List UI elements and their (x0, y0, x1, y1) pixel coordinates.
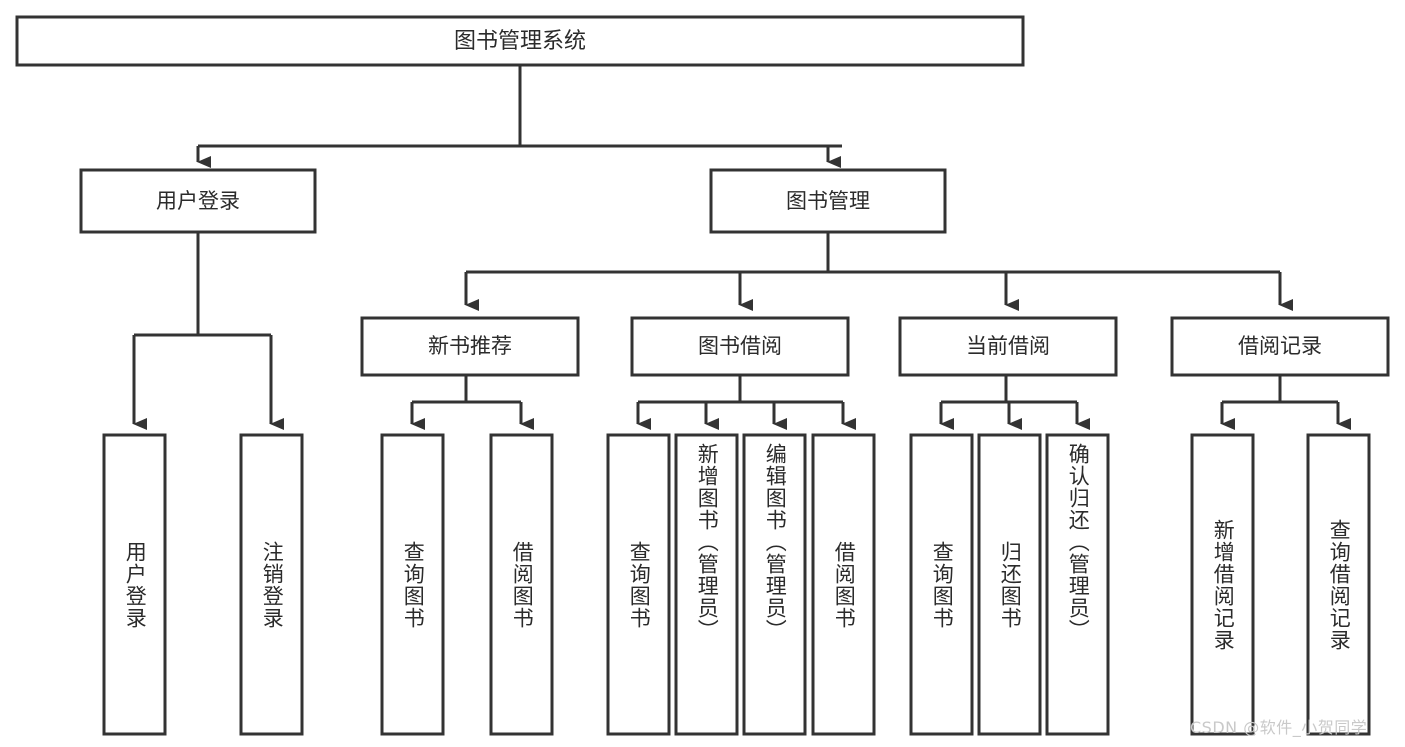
node-user-login-label: 用户登录 (156, 189, 240, 213)
leaf-query-record-box[interactable] (1306, 433, 1371, 736)
leaf-add-book-box[interactable] (674, 433, 739, 736)
leaf-query-book-1-box[interactable] (380, 433, 445, 736)
node-borrow-record[interactable]: 借阅记录 (1170, 316, 1390, 377)
node-book-borrow[interactable]: 图书借阅 (630, 316, 850, 377)
node-book-borrow-label: 图书借阅 (698, 334, 782, 358)
node-root-box[interactable] (15, 15, 1025, 67)
node-current-borrow-box[interactable] (898, 316, 1118, 377)
edges-new-book-recommend-to-leaves (410, 375, 534, 430)
edges-book-borrow-to-leaves (636, 375, 856, 430)
leaf-borrow-book-2-box[interactable] (811, 433, 876, 736)
leaf-boxes (102, 433, 1371, 736)
leaf-user-login-box[interactable] (102, 433, 167, 736)
node-user-login[interactable]: 用户登录 (79, 168, 317, 234)
node-new-book-recommend-label: 新书推荐 (428, 334, 512, 358)
node-new-book-recommend-box[interactable] (360, 316, 580, 377)
csdn-watermark: CSDN @软件_小贺同学 (1190, 718, 1368, 737)
node-borrow-record-label: 借阅记录 (1238, 334, 1322, 358)
node-borrow-record-box[interactable] (1170, 316, 1390, 377)
leaf-query-book-3-box[interactable] (909, 433, 974, 736)
leaf-borrow-book-1-box[interactable] (489, 433, 554, 736)
node-user-login-box[interactable] (79, 168, 317, 234)
node-book-borrow-box[interactable] (630, 316, 850, 377)
node-current-borrow-label: 当前借阅 (966, 334, 1050, 358)
leaf-query-book-2-box[interactable] (606, 433, 671, 736)
node-book-manage[interactable]: 图书管理 (709, 168, 947, 234)
node-new-book-recommend[interactable]: 新书推荐 (360, 316, 580, 377)
edges-book-manage-to-level3 (464, 232, 1293, 311)
edges-current-borrow-to-leaves (939, 375, 1090, 430)
node-book-manage-label: 图书管理 (786, 189, 870, 213)
edges-borrow-record-to-leaves (1220, 375, 1351, 430)
node-current-borrow[interactable]: 当前借阅 (898, 316, 1118, 377)
leaf-edit-book-box[interactable] (742, 433, 807, 736)
edges-user-login-to-leaves (132, 232, 284, 430)
node-book-manage-box[interactable] (709, 168, 947, 234)
leaf-user-logout-box[interactable] (239, 433, 304, 736)
node-root-label: 图书管理系统 (454, 29, 586, 54)
leaf-add-record-box[interactable] (1190, 433, 1255, 736)
leaf-confirm-return-box[interactable] (1045, 433, 1110, 736)
node-root[interactable]: 图书管理系统 (15, 15, 1025, 67)
leaf-return-book-box[interactable] (977, 433, 1042, 736)
edges-root-to-level2 (196, 65, 842, 168)
